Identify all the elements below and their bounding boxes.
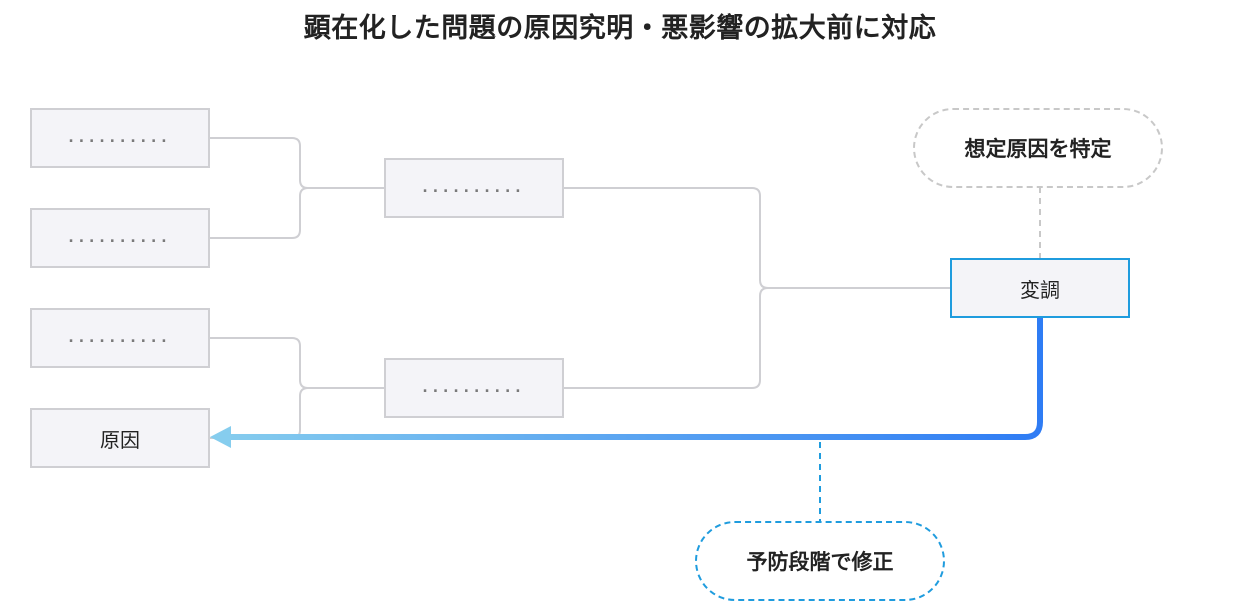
connector-leaf1-mid1: [208, 137, 386, 189]
preventive-fix-callout: 予防段階で修正: [695, 521, 945, 601]
mid-node-2: ..........: [384, 358, 564, 418]
connector-leaf3-mid2: [208, 337, 386, 389]
mid-node-1: ..........: [384, 158, 564, 218]
leaf-node-2: ..........: [30, 208, 210, 268]
connector-leaf2-mid1: [208, 187, 309, 239]
leaf-node-3: ..........: [30, 308, 210, 368]
leaf-node-1: ..........: [30, 108, 210, 168]
connector-mid1-modulation: [562, 187, 951, 289]
connector-mid2-modulation: [562, 287, 769, 389]
cause-node: 原因: [30, 408, 210, 468]
diagram-title: 顕在化した問題の原因究明・悪影響の拡大前に対応: [303, 13, 937, 44]
assumed-cause-callout: 想定原因を特定: [913, 108, 1163, 188]
modulation-node: 変調: [950, 258, 1130, 318]
feedback-arrowhead: [210, 426, 231, 448]
feedback-arrow: [228, 317, 1043, 440]
